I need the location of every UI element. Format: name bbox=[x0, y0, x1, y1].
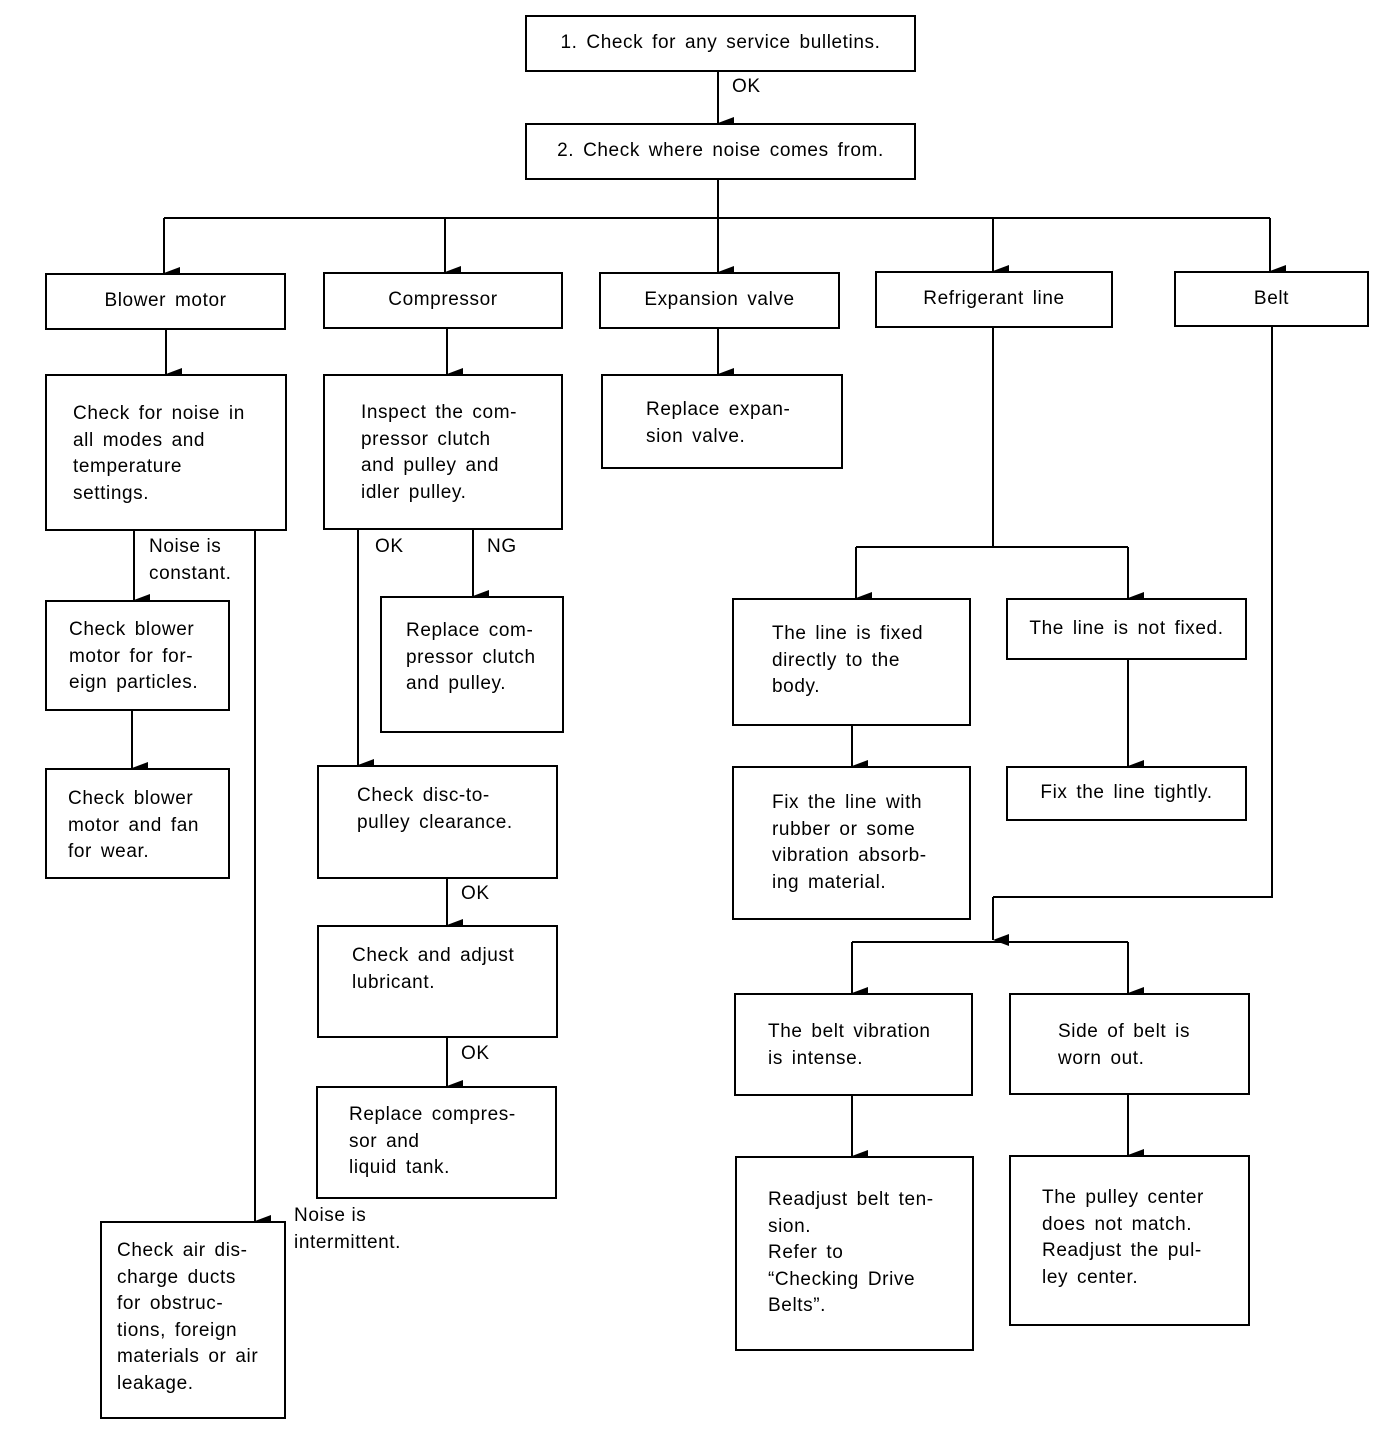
fix-line-rubber-box: Fix the line with rubber or some vibrati… bbox=[732, 766, 971, 920]
label-ok-step1: OK bbox=[732, 76, 761, 97]
compressor-box: Compressor bbox=[323, 272, 563, 329]
disc-clearance-box: Check disc-to- pulley clearance. bbox=[317, 765, 558, 879]
belt-box: Belt bbox=[1174, 271, 1369, 327]
label-lube-ok: OK bbox=[461, 1043, 490, 1064]
step1-box: 1. Check for any service bulletins. bbox=[525, 15, 916, 72]
blower-check-noise-box: Check for noise in all modes and tempera… bbox=[45, 374, 287, 531]
expansion-valve-box: Expansion valve bbox=[599, 272, 840, 329]
compressor-inspect-box: Inspect the com- pressor clutch and pull… bbox=[323, 374, 563, 530]
replace-clutch-box: Replace com- pressor clutch and pulley. bbox=[380, 596, 564, 733]
blower-motor-box: Blower motor bbox=[45, 273, 286, 330]
readjust-belt-tension-box: Readjust belt ten- sion. Refer to “Check… bbox=[735, 1156, 974, 1351]
label-noise-intermittent: Noise is intermittent. bbox=[294, 1205, 402, 1253]
air-ducts-box: Check air dis- charge ducts for obstruc-… bbox=[100, 1221, 286, 1419]
line-fixed-box: The line is fixed directly to the body. bbox=[732, 598, 971, 726]
replace-expansion-valve-box: Replace expan- sion valve. bbox=[601, 374, 843, 469]
line-belt-down bbox=[993, 326, 1273, 898]
label-compressor-ng: NG bbox=[487, 536, 517, 557]
step2-box: 2. Check where noise comes from. bbox=[525, 123, 916, 180]
refrigerant-line-box: Refrigerant line bbox=[875, 271, 1113, 328]
fix-line-tightly-box: Fix the line tightly. bbox=[1006, 766, 1247, 821]
line-not-fixed-box: The line is not fixed. bbox=[1006, 598, 1247, 660]
label-compressor-ok: OK bbox=[375, 536, 404, 557]
label-disc-ok: OK bbox=[461, 883, 490, 904]
belt-worn-box: Side of belt is worn out. bbox=[1009, 993, 1250, 1095]
belt-vibration-box: The belt vibration is intense. bbox=[734, 993, 973, 1096]
replace-compressor-box: Replace compres- sor and liquid tank. bbox=[316, 1086, 557, 1199]
label-noise-constant: Noise is constant. bbox=[149, 536, 232, 584]
blower-particles-box: Check blower motor for for- eign particl… bbox=[45, 600, 230, 711]
lubricant-box: Check and adjust lubricant. bbox=[317, 925, 558, 1038]
pulley-center-box: The pulley center does not match. Readju… bbox=[1009, 1155, 1250, 1326]
blower-wear-box: Check blower motor and fan for wear. bbox=[45, 768, 230, 879]
